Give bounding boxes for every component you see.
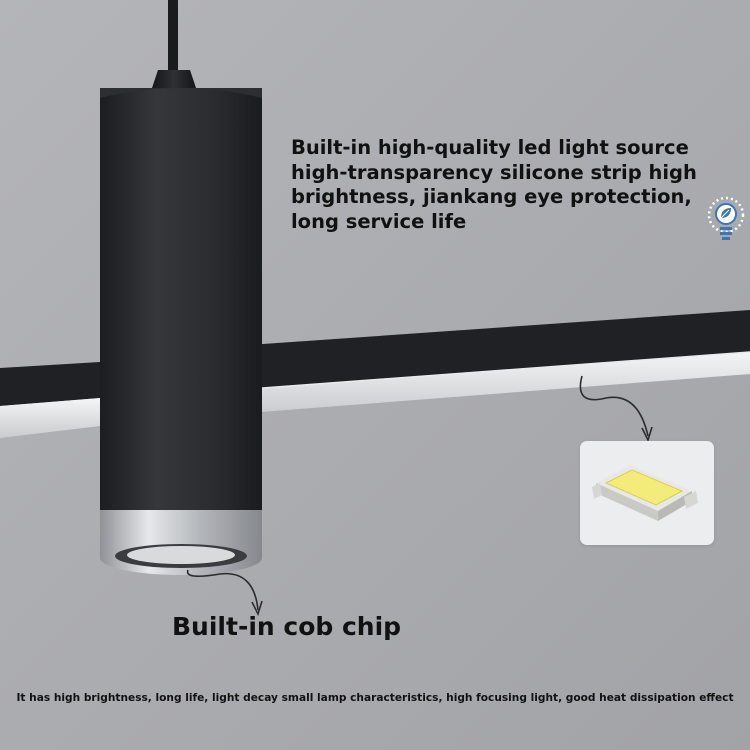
footer-description: It has high brightness, long life, light… bbox=[16, 692, 734, 704]
headline-feature-text: Built-in high-quality led light source h… bbox=[291, 136, 711, 234]
ceiling-cap bbox=[152, 70, 196, 88]
headline-line: brightness, jiankang eye protection, bbox=[291, 185, 692, 208]
smd-chip-card bbox=[580, 441, 714, 545]
headline-line: Built-in high-quality led light source bbox=[291, 136, 689, 159]
cylinder-lamp bbox=[100, 88, 262, 575]
headline-line: high-transparency silicone strip high bbox=[291, 160, 697, 184]
eco-lightbulb-icon bbox=[705, 195, 747, 249]
right-rail bbox=[234, 310, 750, 414]
suspension-cable bbox=[168, 0, 178, 70]
headline-line: long service life bbox=[291, 209, 467, 233]
left-rail bbox=[0, 362, 100, 438]
smd-led-chip-icon bbox=[592, 465, 698, 521]
rail-pointer-arrow bbox=[579, 375, 649, 437]
cob-pointer-arrow bbox=[186, 569, 259, 611]
cob-chip-label: Built-in cob chip bbox=[172, 612, 402, 641]
